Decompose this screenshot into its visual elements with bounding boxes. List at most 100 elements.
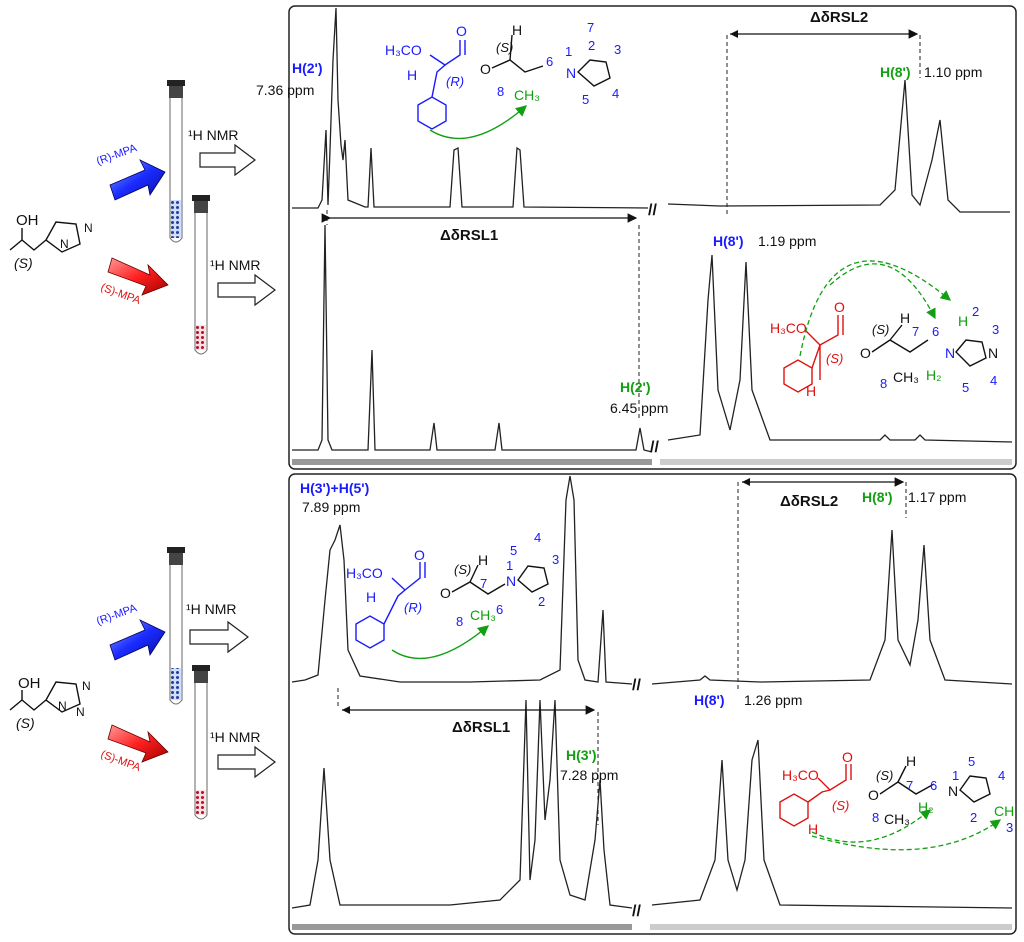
svg-text:H: H xyxy=(906,753,916,769)
svg-text:5: 5 xyxy=(962,380,969,395)
bottom-delta-L1: ΔδRSL1 xyxy=(452,719,510,736)
top-delta-L2: ΔδRSL2 xyxy=(810,9,868,26)
top-panel: OH (S) N N (R)-MPA (S)-MPA ¹H NMR ¹H NMR xyxy=(9,5,1017,470)
svg-text:1: 1 xyxy=(952,768,959,783)
bottom-lower-spectrum xyxy=(291,699,1013,909)
svg-text:H: H xyxy=(407,67,417,83)
svg-text:H₂: H₂ xyxy=(926,367,942,383)
bottom-delta-L2: ΔδRSL2 xyxy=(780,493,838,510)
top-nmr-arrow-2 xyxy=(217,273,276,307)
svg-text:N: N xyxy=(84,221,93,235)
svg-text:7: 7 xyxy=(912,324,919,339)
bottom-S-alcohol-config: (S) xyxy=(876,768,893,783)
svg-text:N: N xyxy=(58,699,67,713)
svg-text:3: 3 xyxy=(614,42,621,57)
bottom-S-reagent: (S)-MPA xyxy=(99,749,143,775)
svg-text:N: N xyxy=(948,783,958,799)
svg-text:H: H xyxy=(806,383,816,399)
svg-text:4: 4 xyxy=(998,768,1005,783)
top-S-alcohol-config: (S) xyxy=(872,322,889,337)
svg-text:H: H xyxy=(900,310,910,326)
bottom-tube-S xyxy=(192,665,210,820)
bottom-upper-right-label: H(8') xyxy=(862,489,893,505)
bottom-S-ester-structure: H₃CO O H (S) O (S) H 7 6 N 1 5 4 2 CH 3 … xyxy=(779,749,1014,851)
svg-text:2: 2 xyxy=(970,810,977,825)
bottom-R-methoxy: H₃CO xyxy=(346,565,383,581)
bottom-R-reagent: (R)-MPA xyxy=(95,602,139,628)
svg-text:8: 8 xyxy=(872,810,879,825)
top-R-arrow xyxy=(109,159,166,201)
svg-text:N: N xyxy=(945,345,955,361)
bottom-R-arrow xyxy=(109,619,166,661)
top-R-methoxy: H₃CO xyxy=(385,42,422,58)
top-nmr-arrow-1 xyxy=(199,143,256,177)
svg-text://: // xyxy=(632,677,641,694)
bottom-S-arrow xyxy=(107,724,169,763)
top-S-arrow xyxy=(107,257,169,296)
bottom-spectrum-frame xyxy=(288,473,1017,935)
svg-text:H: H xyxy=(958,313,968,329)
top-R-alcohol-config: (S) xyxy=(496,40,513,55)
svg-text:O: O xyxy=(842,749,853,765)
svg-text:6: 6 xyxy=(546,54,553,69)
top-delta-L1: ΔδRSL1 xyxy=(440,227,498,244)
bottom-lower-left-ppm: 7.28 ppm xyxy=(560,767,618,783)
bottom-nmr-arrow-2 xyxy=(217,745,276,779)
svg-text:H: H xyxy=(478,552,488,568)
svg-text://: // xyxy=(632,903,641,920)
top-S-reagent: (S)-MPA xyxy=(99,282,143,308)
top-S-ester-config: (S) xyxy=(826,351,843,366)
svg-text:5: 5 xyxy=(968,754,975,769)
bottom-upper-left-label: H(3')+H(5') xyxy=(300,480,369,496)
bottom-nmr-label-2: ¹H NMR xyxy=(210,729,261,745)
svg-text:O: O xyxy=(868,787,879,803)
top-tube-R xyxy=(167,80,185,243)
svg-text:3: 3 xyxy=(1006,820,1013,835)
svg-text:N: N xyxy=(566,65,576,81)
bottom-upper-right-ppm: 1.17 ppm xyxy=(908,489,966,505)
svg-text:N: N xyxy=(506,573,516,589)
top-lower-right-ppm: 1.19 ppm xyxy=(758,233,816,249)
bottom-nmr-label-1: ¹H NMR xyxy=(186,601,237,617)
svg-text:6: 6 xyxy=(932,324,939,339)
bottom-substrate-config: (S) xyxy=(16,715,35,731)
svg-text:7: 7 xyxy=(480,576,487,591)
bottom-lower-right-label: H(8') xyxy=(694,692,725,708)
top-S-ester-structure: H₃CO O H (S) O (S) H 7 6 N H 2 3 N 4 5 H… xyxy=(770,260,999,399)
svg-text:8: 8 xyxy=(880,376,887,391)
top-substrate-config: (S) xyxy=(14,255,33,271)
bottom-substrate: OH (S) N N N xyxy=(9,675,91,731)
bottom-upper-left-ppm: 7.89 ppm xyxy=(302,499,360,515)
bottom-S-ch3: CH₃ xyxy=(884,811,910,827)
svg-text:2: 2 xyxy=(538,594,545,609)
svg-text:6: 6 xyxy=(496,602,503,617)
svg-text:7: 7 xyxy=(587,20,594,35)
top-S-methoxy: H₃CO xyxy=(770,320,807,336)
bottom-nmr-arrow-1 xyxy=(189,620,249,654)
top-nmr-label-2: ¹H NMR xyxy=(210,257,261,273)
top-lower-left-ppm: 6.45 ppm xyxy=(610,400,668,416)
bottom-panel: OH (S) N N N (R)-MPA (S)-MPA ¹H NMR ¹H N… xyxy=(9,473,1017,935)
svg-text:7: 7 xyxy=(906,778,913,793)
top-nmr-label-1: ¹H NMR xyxy=(188,127,239,143)
top-upper-left-ppm: 7.36 ppm xyxy=(256,82,314,98)
bottom-R-alcohol-config: (S) xyxy=(454,562,471,577)
svg-text:O: O xyxy=(860,345,871,361)
svg-text:2: 2 xyxy=(972,304,979,319)
svg-text:1: 1 xyxy=(565,44,572,59)
svg-text:1: 1 xyxy=(506,558,513,573)
svg-text:4: 4 xyxy=(612,86,619,101)
bottom-R-ch3: CH₃ xyxy=(470,607,496,623)
svg-text:O: O xyxy=(456,23,467,39)
svg-text:8: 8 xyxy=(497,84,504,99)
top-substrate-oh: OH xyxy=(16,212,39,229)
svg-text:O: O xyxy=(480,61,491,77)
top-lower-right-label: H(8') xyxy=(713,233,744,249)
bottom-tube-R xyxy=(167,547,185,705)
svg-text:4: 4 xyxy=(534,530,541,545)
top-spectrum-frame xyxy=(288,5,1017,470)
top-upper-right-ppm: 1.10 ppm xyxy=(924,64,982,80)
svg-text:3: 3 xyxy=(992,322,999,337)
bottom-substrate-oh: OH xyxy=(18,675,41,692)
